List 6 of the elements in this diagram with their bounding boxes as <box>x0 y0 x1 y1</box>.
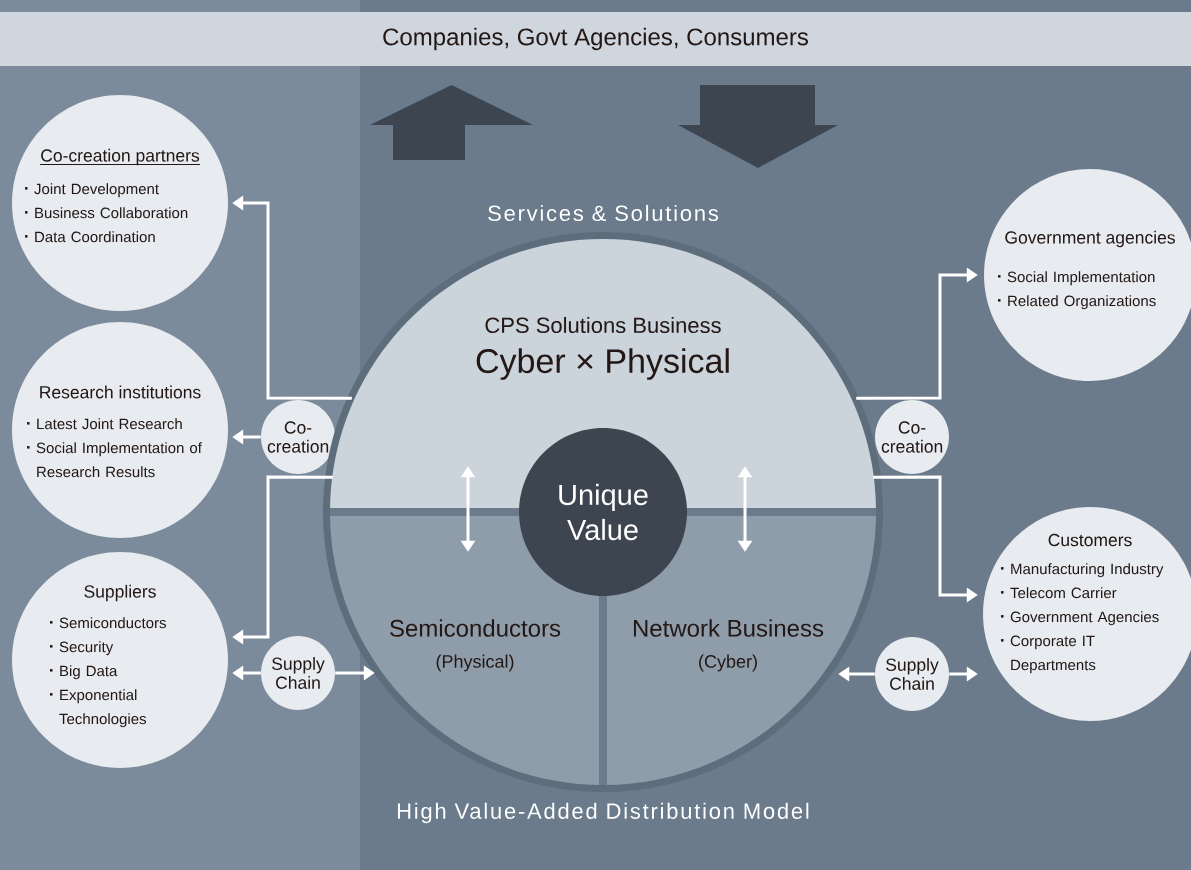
circle-node: Research institutions Latest Joint Research Social Implementation of Research Results <box>12 322 228 538</box>
arc-label: High Value-Added Distribution Model <box>397 802 809 824</box>
arc-label: Services & Solutions <box>488 204 718 222</box>
circle-node: Suppliers Semiconductors Security Big Data Exponential Technologies <box>12 552 228 768</box>
title-band: Companies, Govt Agencies, Consumers <box>0 12 1191 66</box>
circle-node: Co-creation partners Joint Development Business Collaboration Data Coordination <box>12 95 228 311</box>
